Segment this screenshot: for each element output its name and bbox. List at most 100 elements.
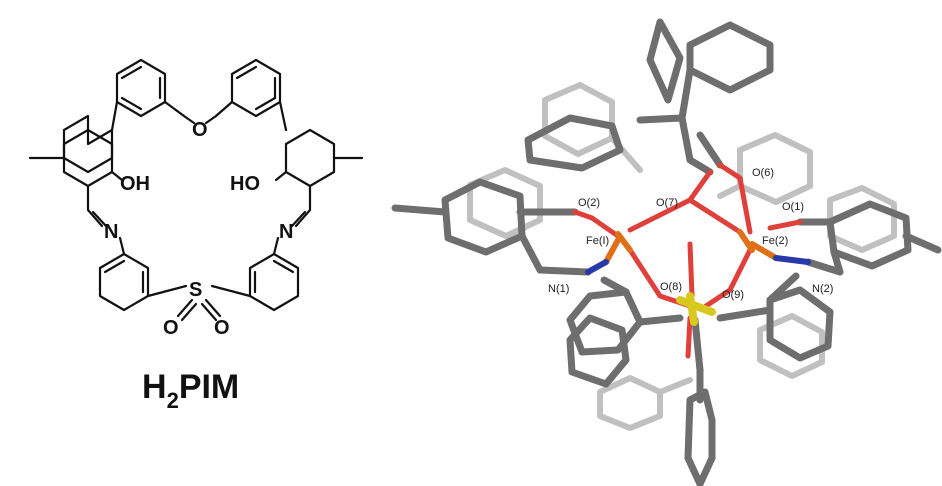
- s-oxo-bottom: [685, 315, 693, 359]
- sulfonyl-oxo-right-2: [200, 302, 218, 322]
- atom-nitrogen-left: N: [104, 221, 118, 243]
- fe2-n2: [749, 241, 779, 261]
- n2-aryl: [766, 272, 800, 304]
- ether-linker: [204, 114, 218, 125]
- imine-left: [536, 266, 592, 276]
- o7-fe2: [687, 197, 743, 235]
- imine-double-left: [91, 210, 108, 228]
- carboxylate-bond: [696, 131, 724, 169]
- label-o7: O(7): [656, 197, 678, 209]
- bg-bond: [717, 183, 743, 199]
- biaryl-bond-right: [278, 100, 288, 132]
- ring-top-left-inner-bond: [120, 96, 143, 111]
- methyl-left: [391, 204, 449, 216]
- bg-ring-top-right: [737, 132, 813, 205]
- ring-top-right-inner-bond: [235, 65, 258, 80]
- n-aryl-bond-right: [272, 236, 280, 256]
- ring-upper-left: [524, 114, 624, 172]
- iron-bonds: [603, 229, 779, 265]
- o8-fe1: [627, 247, 663, 299]
- nitrogen-bonds: [585, 255, 811, 275]
- fe1-n1: [603, 237, 621, 265]
- imine-arm-right: [294, 184, 312, 228]
- atom-nitrogen-right: N: [279, 221, 293, 243]
- bg-ring-bottom-right: [757, 313, 825, 379]
- imine-arm-left: [86, 184, 104, 228]
- top-bond: [678, 66, 694, 122]
- o6-fe2: [737, 175, 753, 235]
- ring-top-right-inner-bond: [254, 96, 277, 111]
- bg-bond: [657, 377, 693, 395]
- o9-s: [703, 287, 733, 309]
- ring-phenol-right-hex: [284, 128, 336, 188]
- o9-fe2: [727, 247, 753, 293]
- crystal-structure-model: [391, 18, 942, 486]
- label-fe1: Fe(I): [586, 235, 609, 247]
- label-o2: O(2): [578, 197, 600, 209]
- aryl-s-left: [636, 314, 684, 326]
- ring-phenol-left: [62, 114, 114, 174]
- atom-sulfur: S: [189, 279, 202, 301]
- label-o9: O(9): [722, 289, 744, 301]
- ring-lower-right: [766, 286, 834, 362]
- atom-oxo-right: O: [214, 317, 230, 339]
- crystal-atom-labels: O(2) O(7) O(6) O(1) Fe(I) Fe(2) N(1) N(2…: [548, 167, 833, 301]
- ring-top-left: [115, 58, 167, 118]
- label-n1: N(1): [548, 283, 569, 295]
- ring-phenol-left: [441, 178, 526, 256]
- o2-fe1: [589, 215, 621, 239]
- compound-name: H2PIM: [142, 368, 239, 413]
- s-oxo-top: [687, 241, 695, 299]
- label-o1: O(1): [782, 201, 804, 213]
- ring-bottom-right-inner-bond: [272, 259, 295, 274]
- ether-linker: [214, 100, 234, 118]
- hydroxyl-bond-left: [110, 170, 124, 182]
- sulfur-bonds: [676, 292, 716, 326]
- o1-bond: [767, 219, 803, 231]
- label-o6: O(6): [752, 167, 774, 179]
- label-n2: N(2): [812, 283, 833, 295]
- n2-bond: [773, 255, 811, 265]
- sulfonyl-oxo-left: [176, 298, 194, 318]
- biaryl-bond-left: [110, 100, 119, 132]
- carbon-frame: [391, 18, 942, 486]
- carboxylate-bond: [686, 156, 714, 176]
- atom-oxo-left: O: [163, 317, 179, 339]
- atom-hydroxyl-left: OH: [120, 173, 150, 195]
- h2pim-line-structure: [28, 58, 364, 322]
- ring-top-phenyl: [686, 21, 774, 94]
- atom-oxygen-ether: O: [192, 119, 208, 141]
- ring-bottom-left: [98, 252, 150, 312]
- aryl-s-right: [716, 306, 774, 322]
- imine-double-right: [290, 210, 307, 228]
- sulfur-core: [676, 296, 716, 316]
- o7-fe1: [627, 197, 693, 233]
- bg-ring-bottom-left: [597, 375, 663, 431]
- bg-ring-mid-left: [467, 167, 543, 239]
- sulfonyl-oxo-left-2: [180, 302, 198, 322]
- ring-lower-left-2: [566, 314, 630, 388]
- fe1-core: [615, 231, 633, 253]
- ring-bottom-right: [248, 252, 300, 312]
- sulfur-core-2: [686, 292, 698, 326]
- o7-c: [687, 169, 713, 203]
- label-fe2: Fe(2): [762, 235, 788, 247]
- methyl-right: [902, 232, 942, 254]
- axial-chain: [691, 316, 704, 374]
- ring-axial-bottom: [684, 388, 716, 486]
- top-bond: [678, 114, 694, 164]
- ring-top-right: [230, 58, 282, 118]
- ring-bottom-left-inner-bond: [103, 259, 126, 274]
- ether-linker: [163, 100, 186, 118]
- label-o8: O(8): [660, 281, 682, 293]
- h2pim-atom-labels: O OH HO N N S O O: [104, 119, 293, 339]
- sulfonyl-bond-right: [210, 284, 252, 298]
- o6-bond: [717, 162, 743, 181]
- phenol-left-bond: [518, 232, 544, 274]
- sulfonyl-bond-left: [146, 284, 188, 298]
- top-bond: [636, 114, 686, 124]
- n-aryl-bond-left: [118, 236, 126, 256]
- ring-top-phenyl-2: [646, 18, 684, 104]
- n1-aryl: [600, 276, 630, 296]
